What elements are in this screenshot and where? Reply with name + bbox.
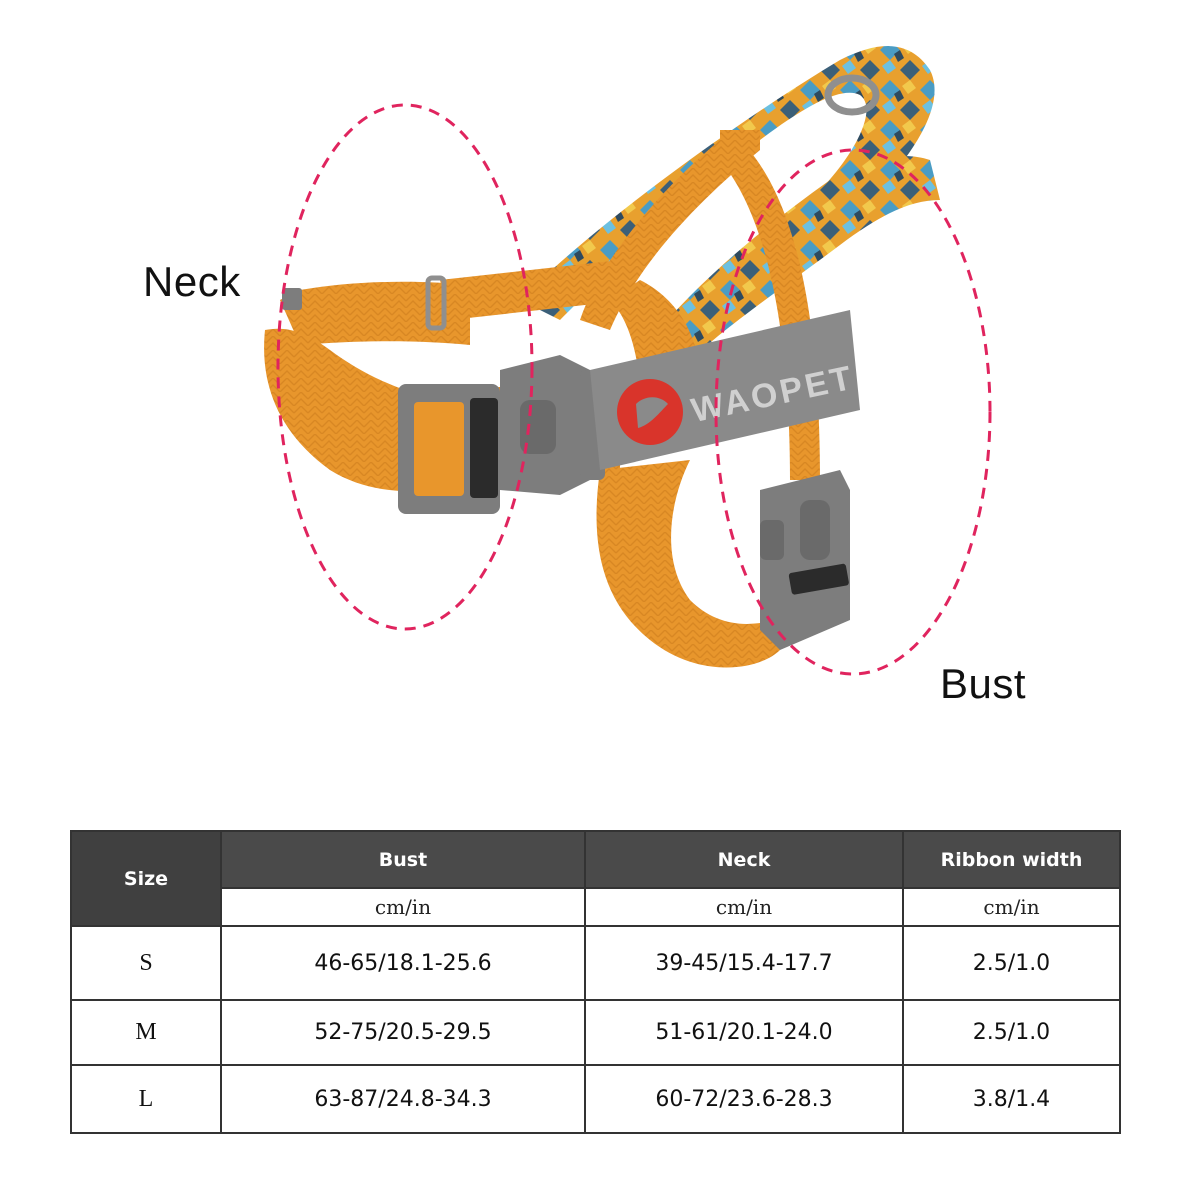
- header-bust: Bust: [220, 830, 586, 889]
- row-ribbon: 2.5/1.0: [902, 925, 1121, 1001]
- row-ribbon: 3.8/1.4: [902, 1064, 1121, 1134]
- row-size: S: [70, 925, 222, 1001]
- row-neck: 60-72/23.6-28.3: [584, 1064, 904, 1134]
- row-bust: 46-65/18.1-25.6: [220, 925, 586, 1001]
- slider-icon: [282, 288, 302, 310]
- table-row: M 52-75/20.5-29.5 51-61/20.1-24.0 2.5/1.…: [70, 999, 1121, 1066]
- bust-buckle-icon: [760, 470, 850, 650]
- row-neck: 39-45/15.4-17.7: [584, 925, 904, 1001]
- size-chart-table: Size Bust Neck Ribbon width cm/in cm/in …: [70, 830, 1121, 1134]
- unit-bust: cm/in: [220, 887, 586, 927]
- neck-buckle-icon: [398, 355, 605, 514]
- row-size: L: [70, 1064, 222, 1134]
- bust-label: Bust: [940, 660, 1027, 707]
- neck-callout-ellipse: [276, 103, 534, 631]
- header-ribbon-width: Ribbon width: [902, 830, 1121, 889]
- table-row: L 63-87/24.8-34.3 60-72/23.6-28.3 3.8/1.…: [70, 1064, 1121, 1134]
- table-row: S 46-65/18.1-25.6 39-45/15.4-17.7 2.5/1.…: [70, 925, 1121, 1001]
- slider-ring-icon: [425, 275, 447, 331]
- row-bust: 63-87/24.8-34.3: [220, 1064, 586, 1134]
- header-size: Size: [70, 830, 222, 927]
- unit-neck: cm/in: [584, 887, 904, 927]
- d-ring-icon: [824, 74, 880, 116]
- unit-ribbon: cm/in: [902, 887, 1121, 927]
- harness-product-image: WAOPET: [264, 46, 992, 676]
- row-neck: 51-61/20.1-24.0: [584, 999, 904, 1066]
- row-bust: 52-75/20.5-29.5: [220, 999, 586, 1066]
- bust-callout-ellipse: [714, 148, 992, 676]
- row-size: M: [70, 999, 222, 1066]
- header-neck: Neck: [584, 830, 904, 889]
- row-ribbon: 2.5/1.0: [902, 999, 1121, 1066]
- neck-label: Neck: [143, 258, 241, 305]
